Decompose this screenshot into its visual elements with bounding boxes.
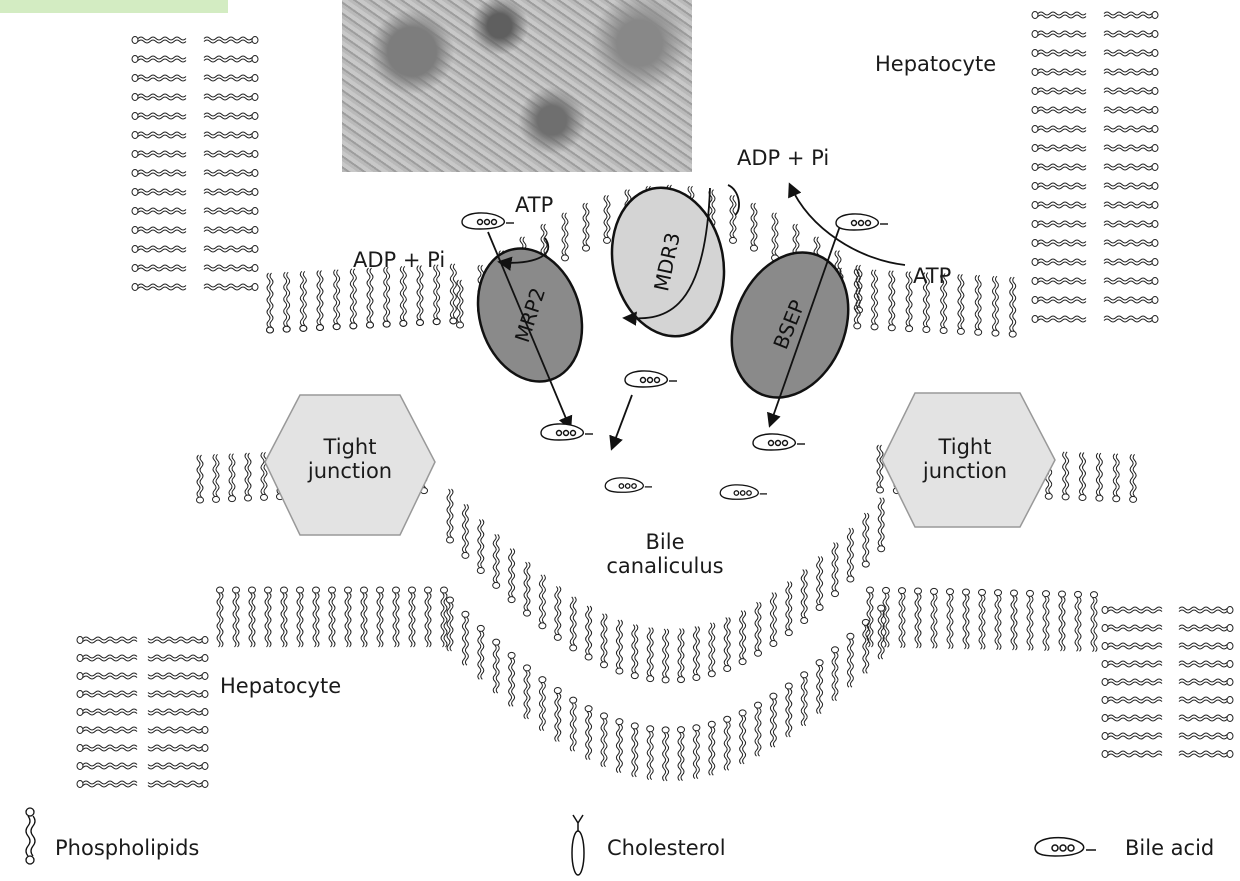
phospholipid-legend-icon: [26, 808, 35, 864]
bsep-transporter: BSEP: [711, 235, 869, 415]
mrp2-transporter: MRP2: [461, 235, 598, 395]
tight-junction-right-label: Tight junction: [905, 435, 1025, 483]
cholesterol-legend-label: Cholesterol: [607, 836, 726, 860]
atp-left-label: ATP: [515, 193, 553, 217]
phospholipids-legend-label: Phospholipids: [55, 836, 199, 860]
atp-right-label: ATP: [913, 264, 951, 288]
bile-canaliculus-label: Bile canaliculus: [595, 530, 735, 578]
hepatocyte-label-bottom: Hepatocyte: [220, 674, 341, 698]
membrane-bilayers: [77, 12, 1233, 788]
bile-acid-legend-icon: [1035, 838, 1096, 856]
adp-pi-right-label: ADP + Pi: [737, 146, 829, 170]
adp-pi-left-label: ADP + Pi: [353, 248, 445, 272]
cholesterol-legend-icon: [572, 815, 584, 875]
bile-acid-legend-label: Bile acid: [1125, 836, 1214, 860]
hepatocyte-label-top: Hepatocyte: [875, 52, 996, 76]
mdr3-transporter: MDR3: [599, 177, 738, 347]
tight-junction-left-label: Tight junction: [290, 435, 410, 483]
